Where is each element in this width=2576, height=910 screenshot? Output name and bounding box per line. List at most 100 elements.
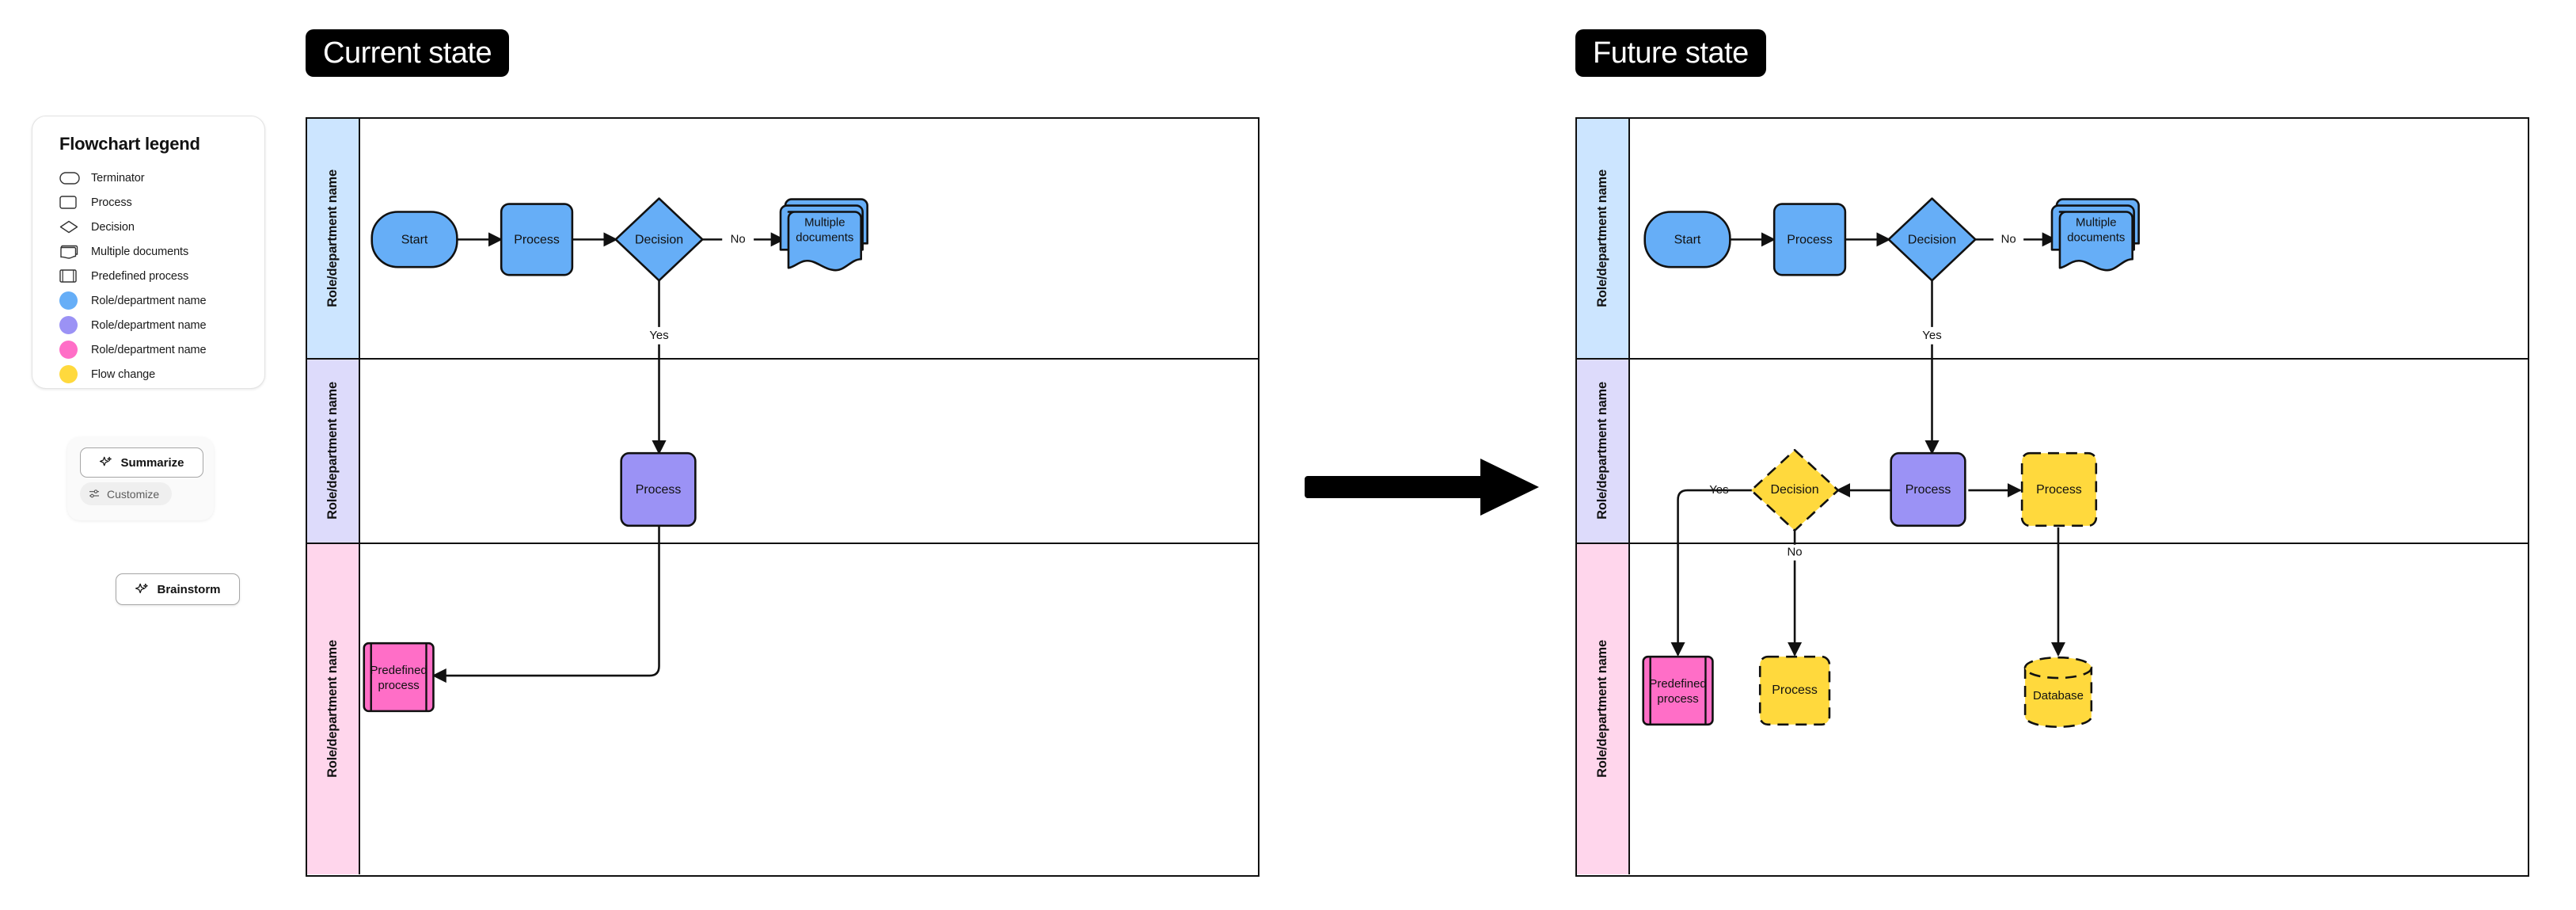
node-label: Database — [2033, 689, 2084, 702]
node-label: Process — [1772, 683, 1818, 697]
panel-title-current-state: Current state — [306, 29, 510, 77]
legend-item-label: Role/department name — [91, 318, 207, 332]
lane-band-future-0: Role/department name — [1577, 119, 1630, 358]
summarize-label: Summarize — [120, 455, 184, 470]
node-decision2[interactable]: Decision — [1750, 448, 1840, 532]
lane-band-future-1: Role/department name — [1577, 358, 1630, 543]
node-label: Process — [1787, 234, 1833, 247]
node-label: Decision — [1771, 483, 1819, 497]
decision-shape-icon — [59, 220, 91, 234]
legend-item-label: Multiple documents — [91, 245, 189, 258]
edge-label-no: No — [731, 232, 746, 246]
node-process1[interactable]: Process — [500, 203, 574, 276]
transition-arrow — [1305, 455, 1542, 523]
legend-item-4: Predefined process — [59, 264, 264, 288]
legend-item-8: Flow change — [59, 362, 264, 386]
lane-divider — [1577, 543, 2528, 544]
yellow-swatch-icon — [59, 365, 78, 383]
lane-band-current-1: Role/department name — [307, 358, 360, 543]
terminator-shape-icon — [59, 171, 91, 185]
legend-item-6: Role/department name — [59, 313, 264, 337]
lane-band-future-2: Role/department name — [1577, 543, 1630, 874]
edge-label-no1: No — [2001, 232, 2016, 246]
node-label: Process — [1905, 483, 1951, 497]
panel-title-future-state: Future state — [1575, 29, 1766, 77]
predefined-process-shape-icon — [59, 269, 91, 283]
swimlane-diagram-future-state: Role/department name Role/department nam… — [1575, 117, 2529, 877]
purple-swatch-icon — [59, 316, 78, 334]
lane-band-current-0: Role/department name — [307, 119, 360, 358]
legend-item-2: Decision — [59, 215, 264, 239]
node-start[interactable]: Start — [370, 211, 458, 268]
legend-item-label: Process — [91, 196, 132, 209]
edge-label-no2: No — [1788, 546, 1803, 559]
node-label: Decision — [635, 234, 683, 247]
lane-divider — [1577, 358, 2528, 360]
node-process3[interactable]: Process — [2020, 451, 2098, 527]
node-label: Decision — [1908, 234, 1956, 247]
ai-tools-panel: Summarize Customize — [67, 437, 214, 520]
customize-button[interactable]: Customize — [80, 482, 173, 505]
edge-label-yes: Yes — [649, 329, 668, 342]
legend-item-7: Role/department name — [59, 337, 264, 362]
blue-swatch-icon — [59, 291, 78, 310]
node-label: Start — [1674, 234, 1701, 247]
sparkle-icon — [135, 583, 149, 593]
legend-item-1: Process — [59, 190, 264, 215]
future-state-flow: No Yes Yes No Start Process Decision Mul… — [1642, 197, 2140, 729]
node-label: Start — [401, 234, 428, 247]
swimlane-diagram-current-state: Role/department name Role/department nam… — [306, 117, 1260, 877]
edge-label-yes2: Yes — [1709, 483, 1728, 497]
legend-item-3: Multiple documents — [59, 239, 264, 264]
legend-item-label: Role/department name — [91, 294, 207, 307]
legend-title: Flowchart legend — [59, 134, 200, 154]
edge-label-yes1: Yes — [1922, 329, 1941, 342]
legend-item-label: Decision — [91, 220, 135, 234]
brainstorm-label: Brainstorm — [157, 582, 221, 596]
pink-swatch-icon — [59, 341, 91, 359]
node-decision1[interactable]: Decision — [614, 197, 704, 282]
legend-item-label: Terminator — [91, 171, 145, 185]
node-process1[interactable]: Process — [1772, 203, 1847, 276]
lane-divider — [307, 543, 1258, 544]
yellow-swatch-icon — [59, 365, 91, 383]
node-label: Process — [2036, 483, 2082, 497]
summarize-button[interactable]: Summarize — [80, 447, 203, 478]
node-database1[interactable]: Database — [2023, 656, 2093, 729]
sparkle-icon — [100, 456, 112, 466]
sliders-icon — [89, 489, 99, 497]
legend-item-5: Role/department name — [59, 288, 264, 313]
purple-swatch-icon — [59, 316, 91, 334]
node-start[interactable]: Start — [1643, 211, 1731, 268]
node-label: Process — [636, 483, 682, 497]
blue-swatch-icon — [59, 291, 91, 310]
node-label: Process — [514, 234, 560, 247]
legend-item-label: Predefined process — [91, 269, 189, 283]
process-shape-icon — [59, 196, 91, 209]
lane-band-current-2: Role/department name — [307, 543, 360, 874]
brainstorm-button[interactable]: Brainstorm — [116, 573, 240, 605]
node-process2[interactable]: Process — [620, 451, 697, 527]
node-process2[interactable]: Process — [1890, 451, 1966, 527]
legend-item-0: Terminator — [59, 166, 264, 190]
customize-label: Customize — [107, 487, 160, 501]
edge-process2-to-predef1 — [431, 525, 660, 683]
lane-divider — [307, 358, 1258, 360]
pink-swatch-icon — [59, 341, 78, 359]
legend-item-label: Role/department name — [91, 343, 207, 356]
legend-item-label: Flow change — [91, 367, 156, 381]
multiple-documents-shape-icon — [59, 245, 91, 259]
edge-yes2-to-predef1 — [1670, 489, 1753, 657]
node-decision1[interactable]: Decision — [1887, 197, 1977, 282]
node-process4[interactable]: Process — [1758, 655, 1831, 726]
